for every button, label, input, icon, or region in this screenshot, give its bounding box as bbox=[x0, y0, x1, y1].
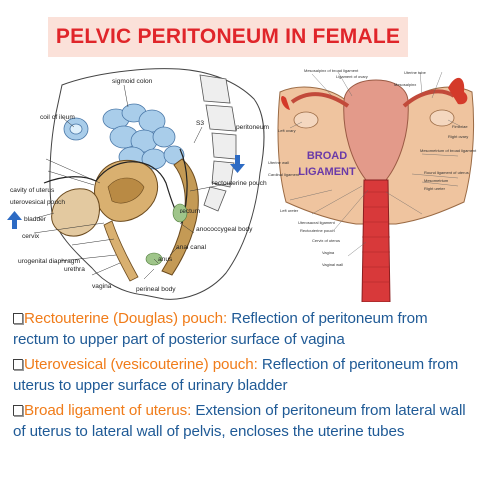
label-left-ovary: Left ovary bbox=[278, 128, 296, 133]
definition-term: Uterovesical (vesicouterine) pouch: bbox=[24, 356, 258, 373]
definition-item: Rectouterine (Douglas) pouch: Reflection… bbox=[13, 308, 475, 350]
uterine-tube-left bbox=[290, 92, 350, 108]
label-cavity-of-uterus: cavity of uterus bbox=[10, 187, 55, 194]
label-rectouterine-pouch-right: Rectouterine pouch bbox=[300, 228, 335, 233]
label-perineal-body: perineal body bbox=[136, 286, 176, 293]
vagina-tube bbox=[361, 179, 391, 302]
label-round-ligament: Round ligament of uterus bbox=[424, 170, 469, 175]
bladder bbox=[51, 188, 100, 237]
label-anococcygeal-body: anococcygeal body bbox=[196, 226, 253, 233]
definition-term: Broad ligament of uterus: bbox=[24, 402, 192, 419]
label-uterovesical-pouch: uterovesical pouch bbox=[10, 199, 65, 206]
label-ligament-of-ovary: Ligament of ovary bbox=[336, 74, 368, 79]
label-anus: anus bbox=[158, 256, 173, 263]
checkbox-bullet-icon bbox=[13, 359, 23, 370]
label-uterine-tube: Uterine tube bbox=[404, 70, 426, 75]
fimbriae bbox=[281, 77, 468, 110]
broad-ligament-overlay: BROAD LIGAMENT bbox=[292, 148, 362, 180]
label-mesosalpinx: Mesosalpinx bbox=[394, 82, 417, 87]
label-cervix: cervix bbox=[22, 233, 40, 240]
label-cervix-of-uterus: Cervix of uterus bbox=[312, 238, 341, 243]
rectum bbox=[161, 158, 199, 276]
up-arrow-icon bbox=[7, 211, 22, 229]
broad-overlay-line1: BROAD bbox=[306, 150, 348, 162]
vagina bbox=[103, 220, 139, 282]
label-bladder: bladder bbox=[24, 216, 46, 223]
broad-overlay-line2: LIGAMENT bbox=[298, 166, 356, 178]
definition-item: Broad ligament of uterus: Extension of p… bbox=[13, 400, 475, 442]
label-vagina-right: Vagina bbox=[322, 250, 335, 255]
left-ovary bbox=[293, 111, 319, 129]
sacrum bbox=[199, 74, 237, 212]
label-mesosalpinx-broad: Mesosalpinx of broad ligament bbox=[304, 68, 359, 73]
label-s3: S3 bbox=[196, 120, 205, 127]
title-banner: PELVIC PERITONEUM IN FEMALE bbox=[48, 17, 408, 57]
peritoneum-line bbox=[43, 148, 188, 225]
label-sigmoid-colon: sigmoid colon bbox=[112, 78, 153, 85]
definition-description: Reflection of peritoneum from rectum to … bbox=[13, 310, 428, 348]
label-peritoneum: peritoneum bbox=[236, 124, 269, 131]
checkbox-bullet-icon bbox=[13, 405, 23, 416]
broad-ligament-diagram bbox=[277, 71, 475, 302]
label-anal-canal: anal canal bbox=[176, 244, 207, 251]
checkbox-bullet-icon bbox=[13, 313, 23, 324]
label-rectum: rectum bbox=[180, 208, 201, 215]
label-uterine-wall: Uterine wall bbox=[268, 160, 289, 165]
label-urethra: urethra bbox=[64, 266, 85, 273]
label-mesovarium-broad: Mesometrium of broad ligament bbox=[420, 148, 477, 153]
coil-of-ileum bbox=[63, 117, 89, 141]
label-right-ovary: Right ovary bbox=[448, 134, 469, 139]
label-vagina: vagina bbox=[92, 283, 112, 290]
sigmoid-colon bbox=[102, 103, 185, 170]
label-left-ureter: Left ureter bbox=[280, 208, 299, 213]
label-mesometrium: Mesometrium bbox=[424, 178, 449, 183]
down-arrow-icon bbox=[230, 155, 245, 173]
label-cardinal-ligament: Cardinal ligament bbox=[268, 172, 300, 177]
definition-description: Extension of peritoneum from lateral wal… bbox=[13, 402, 466, 440]
definition-description: Reflection of peritoneum from uterus to … bbox=[13, 356, 459, 394]
page-title: PELVIC PERITONEUM IN FEMALE bbox=[55, 25, 401, 48]
definition-item: Uterovesical (vesicouterine) pouch: Refl… bbox=[13, 354, 475, 396]
sagittal-section-diagram bbox=[7, 68, 265, 300]
label-rectouterine-pouch: rectouterine pouch bbox=[212, 180, 267, 187]
right-ovary bbox=[429, 109, 455, 127]
label-uterosacral-ligament: Uterosacral ligament bbox=[298, 220, 335, 225]
definition-term: Rectouterine (Douglas) pouch: bbox=[24, 310, 228, 327]
uterine-tube-right bbox=[402, 89, 456, 108]
label-urogenital-diaphragm: urogenital diaphragm bbox=[18, 258, 80, 265]
label-fimbriae: Fimbriae bbox=[452, 124, 468, 129]
uterus-body bbox=[343, 79, 409, 181]
label-right-ureter: Right ureter bbox=[424, 186, 445, 191]
definition-list: Rectouterine (Douglas) pouch: Reflection… bbox=[13, 308, 475, 446]
label-coil-of-ileum: coil of ileum bbox=[40, 114, 75, 121]
label-vaginal-wall: Vaginal wall bbox=[322, 262, 344, 267]
